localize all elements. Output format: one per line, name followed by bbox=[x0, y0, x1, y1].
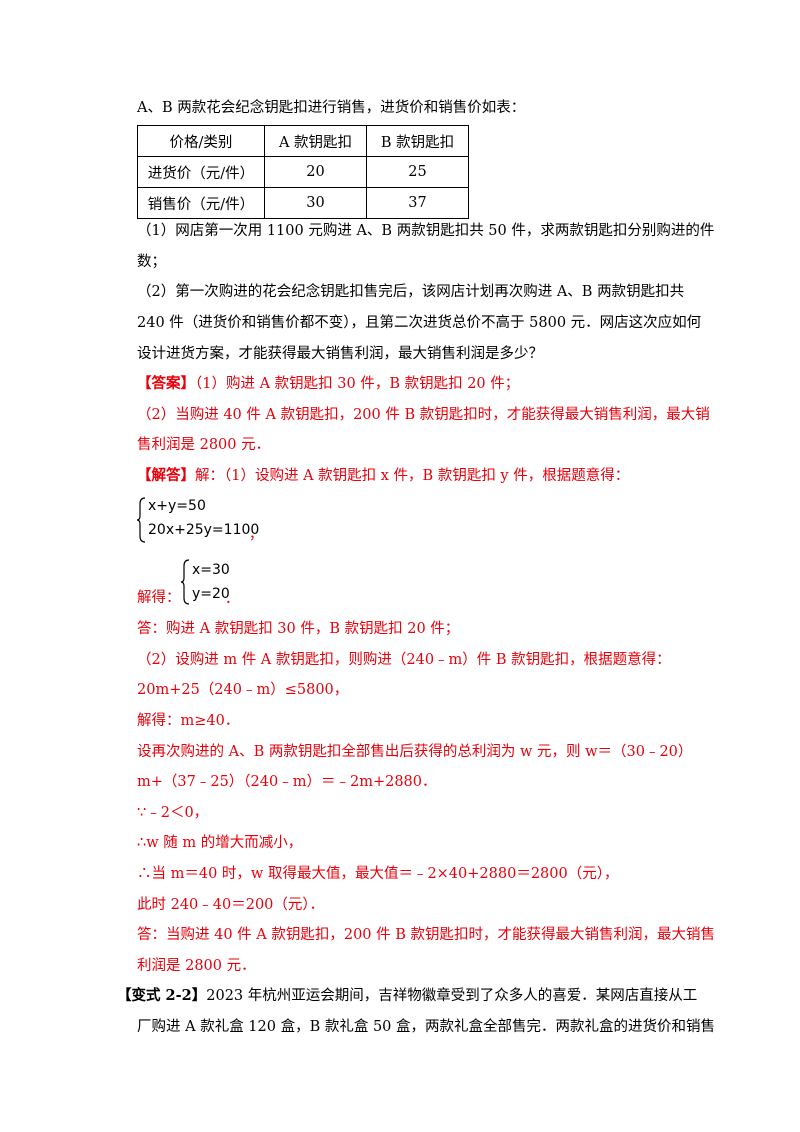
answer-tag: 【答案】 bbox=[137, 375, 195, 392]
question-1-line-2: 数； bbox=[137, 254, 166, 270]
question-2-line-3: 设计进货方案，才能获得最大销售利润，最大销售利润是多少？ bbox=[137, 346, 543, 362]
solution-2-line-3: 解得：m≥40． bbox=[137, 713, 240, 729]
variant-line-1: 【变式 2-2】2023 年杭州亚运会期间，吉祥物徽章受到了众多人的喜爱．某网店… bbox=[117, 986, 697, 1006]
question-2-line-1: （2）第一次购进的花会纪念钥匙扣售完后，该网店计划再次购进 A、B 两款钥匙扣共 bbox=[137, 284, 685, 300]
table-cell: 销售价（元/件） bbox=[137, 187, 265, 219]
table-cell: 20 bbox=[264, 156, 367, 188]
left-brace-icon bbox=[137, 497, 146, 543]
left-brace-icon bbox=[181, 559, 190, 605]
equation-system-1: x+y=50 20x+25y=1100 ， bbox=[137, 496, 337, 546]
solution-2-line-7: ∴w 随 m 的增大而减小， bbox=[137, 835, 303, 851]
solution-tag: 【解答】 bbox=[137, 467, 195, 484]
solution-2-line-10: 答：当购进 40 件 A 款钥匙扣，200 件 B 款钥匙扣时，才能获得最大销售… bbox=[137, 927, 716, 943]
equation-1-line-1: x+y=50 bbox=[148, 498, 206, 514]
variant-line-2: 厂购进 A 款礼盒 120 盒，B 款礼盒 50 盒，两款礼盒全部售完．两款礼盒… bbox=[137, 1019, 716, 1035]
table-cell: 进货价（元/件） bbox=[137, 156, 265, 188]
solution-intro-line: 【解答】解：（1）设购进 A 款钥匙扣 x 件，B 款钥匙扣 y 件，根据题意得… bbox=[137, 466, 629, 486]
equation-1-line-2: 20x+25y=1100 bbox=[148, 522, 260, 538]
variant-text-1: 2023 年杭州亚运会期间，吉祥物徽章受到了众多人的喜爱．某网店直接从工 bbox=[206, 988, 698, 1004]
table-cell: 37 bbox=[366, 187, 469, 219]
equation-2-line-1: x=30 bbox=[192, 562, 230, 578]
table-header: A 款钥匙扣 bbox=[264, 125, 367, 157]
solution-2-line-9: 此时 240﹣40＝200（元）． bbox=[137, 897, 325, 913]
price-table: 价格/类别 A 款钥匙扣 B 款钥匙扣 进货价（元/件） 20 25 销售价（元… bbox=[137, 125, 469, 219]
solution-2-line-11: 利润是 2800 元． bbox=[137, 958, 256, 974]
solution-2-line-5: m+（37﹣25）（240﹣m）＝﹣2m+2880． bbox=[137, 774, 437, 790]
variant-tag: 【变式 2-2】 bbox=[117, 987, 207, 1004]
solution-2-line-8: ∴当 m＝40 时，w 取得最大值，最大值＝﹣2×40+2880＝2800（元）… bbox=[137, 866, 619, 882]
answer-line-2: （2）当购进 40 件 A 款钥匙扣，200 件 B 款钥匙扣时，才能获得最大销… bbox=[137, 407, 710, 423]
solution-2-line-1: （2）设购进 m 件 A 款钥匙扣，则购进（240﹣m）件 B 款钥匙扣，根据题… bbox=[137, 652, 671, 668]
intro-text: A、B 两款花会纪念钥匙扣进行销售，进货价和销售价如表： bbox=[137, 100, 526, 116]
solution-2-line-2: 20m+25（240﹣m）≤5800， bbox=[137, 682, 349, 698]
answer-text-1: （1）购进 A 款钥匙扣 30 件，B 款钥匙扣 20 件； bbox=[195, 376, 520, 392]
table-header: 价格/类别 bbox=[137, 125, 265, 157]
equation-system-2: x=30 y=20 ． bbox=[181, 558, 301, 608]
table-header: B 款钥匙扣 bbox=[366, 125, 469, 157]
table-cell: 25 bbox=[366, 156, 469, 188]
question-1-line-1: （1）网店第一次用 1100 元购进 A、B 两款钥匙扣共 50 件，求两款钥匙… bbox=[137, 223, 715, 239]
equation-1-comma: ， bbox=[249, 527, 263, 543]
table-header-row: 价格/类别 A 款钥匙扣 B 款钥匙扣 bbox=[137, 125, 469, 157]
equation-2-period: ． bbox=[225, 591, 239, 607]
table-row: 销售价（元/件） 30 37 bbox=[137, 187, 469, 219]
table-cell: 30 bbox=[264, 187, 367, 219]
equation-2-line-2: y=20 bbox=[192, 586, 230, 602]
question-2-line-2: 240 件（进货价和销售价都不变），且第二次进货总价不高于 5800 元．网店这… bbox=[137, 315, 702, 331]
table-row: 进货价（元/件） 20 25 bbox=[137, 156, 469, 188]
solution-intro-text: 解：（1）设购进 A 款钥匙扣 x 件，B 款钥匙扣 y 件，根据题意得： bbox=[195, 468, 630, 484]
solution-2-line-4: 设再次购进的 A、B 两款钥匙扣全部售出后获得的总利润为 w 元，则 w＝（30… bbox=[137, 744, 693, 760]
answer-1-conclusion: 答：购进 A 款钥匙扣 30 件，B 款钥匙扣 20 件； bbox=[137, 621, 460, 637]
answer-line-3: 售利润是 2800 元． bbox=[137, 437, 271, 453]
solution-2-line-6: ∵﹣2＜0， bbox=[137, 805, 209, 821]
solve-label: 解得： bbox=[137, 590, 181, 606]
answer-line-1: 【答案】（1）购进 A 款钥匙扣 30 件，B 款钥匙扣 20 件； bbox=[137, 374, 519, 394]
